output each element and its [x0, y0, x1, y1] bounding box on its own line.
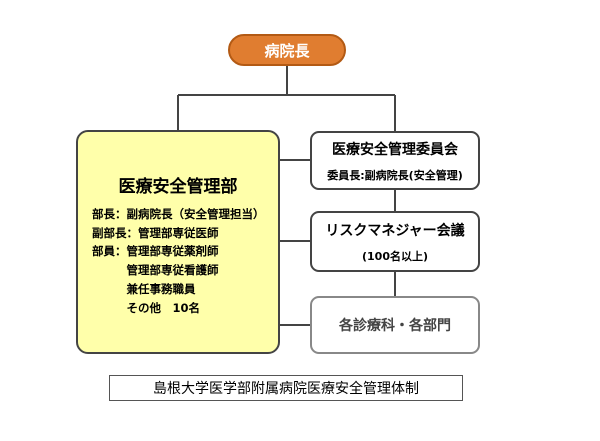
safety-dept-title: 医療安全管理部 — [118, 177, 238, 197]
caption-text: 島根大学医学部附属病院医療安全管理体制 — [153, 381, 419, 397]
member-line: その他 10名 — [92, 300, 201, 315]
member-line: 管理部専従看護師 — [92, 263, 219, 278]
risk-manager-title: リスクマネジャー会議 — [325, 222, 465, 239]
committee-chair: 委員長:副病院長(安全管理) — [327, 168, 463, 182]
safety-dept-node: 医療安全管理部 部長：副病院長（安全管理担当） 副部長：管理部専従医師 部員：管… — [76, 130, 280, 354]
committee-title: 医療安全管理委員会 — [332, 141, 458, 158]
risk-manager-node: リスクマネジャー会議 (100名以上) — [310, 211, 480, 272]
member-line: 副部長：管理部専従医師 — [92, 225, 219, 240]
member-list: 部長：副病院長（安全管理担当） 副部長：管理部専従医師 部員：管理部専従薬剤師 … — [92, 205, 265, 317]
director-node: 病院長 — [228, 34, 346, 66]
risk-manager-count: (100名以上) — [361, 249, 429, 263]
member-line: 部長：副病院長（安全管理担当） — [92, 207, 265, 221]
committee-node: 医療安全管理委員会 委員長:副病院長(安全管理) — [310, 131, 480, 190]
clinical-depts-node: 各診療科・各部門 — [310, 296, 480, 354]
diagram-caption: 島根大学医学部附属病院医療安全管理体制 — [109, 375, 463, 401]
clinical-depts-title: 各診療科・各部門 — [339, 318, 451, 334]
member-line: 兼任事務職員 — [92, 281, 196, 296]
director-label: 病院長 — [264, 41, 310, 60]
member-line: 部員：管理部専従薬剤師 — [92, 244, 219, 259]
